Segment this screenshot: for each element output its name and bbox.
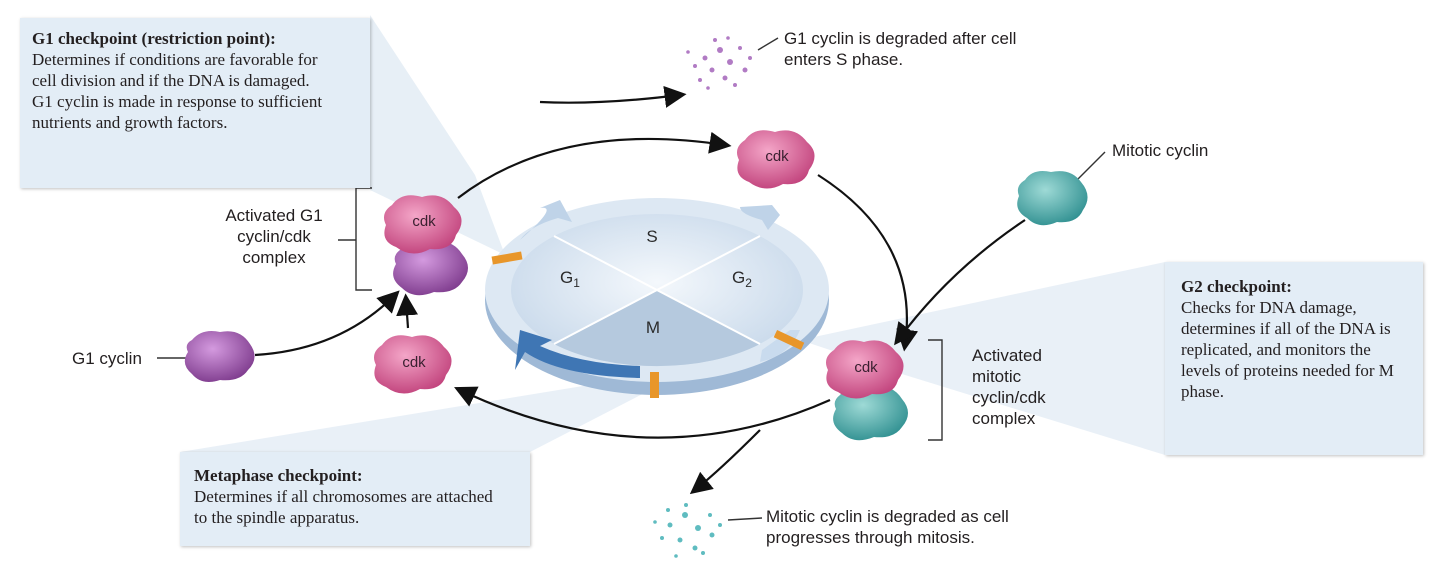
- metaphase-checkpoint-bar: [650, 372, 659, 398]
- g1-checkpoint-box: G1 checkpoint (restriction point): Deter…: [20, 18, 370, 188]
- g1-checkpoint-text: Determines if conditions are favorable f…: [32, 50, 323, 132]
- cdk-in-g1-complex: [384, 195, 462, 254]
- g1-cyclin-label: G1 cyclin: [72, 349, 142, 368]
- g1-checkpoint-bar: [491, 251, 523, 265]
- arrow-mitotic-cyclin-to-g2: [894, 219, 1026, 346]
- arrow-to-g1-degraded: [539, 85, 687, 108]
- g1-cyclin-degraded-label: G1 cyclin is degraded after cell enters …: [784, 29, 1017, 69]
- activated-mitotic-complex-label: Activated mitotic cyclin/cdk complex: [972, 346, 1046, 428]
- cdk-protein-left: [374, 335, 452, 394]
- arrow-g1-complex-to-cdk: [457, 131, 732, 199]
- metaphase-callout-wedge: [180, 375, 660, 452]
- cdk-label-left: cdk: [402, 354, 426, 371]
- cdk-label-g1-complex: cdk: [412, 213, 436, 230]
- g2-checkpoint-text: Checks for DNA damage, determines if all…: [1181, 298, 1394, 401]
- g1-cyclin-in-complex: [393, 241, 468, 296]
- cdk-protein-top: [737, 130, 815, 189]
- arrow-cdk-to-g2: [817, 174, 919, 352]
- arrow-cdk-up: [396, 293, 419, 329]
- arrow-to-mitotic-degraded: [689, 429, 761, 495]
- mitotic-cyclin-protein: [1017, 171, 1088, 226]
- arrow-g1-cyclin-to-complex: [254, 290, 400, 357]
- phase-m: M: [646, 318, 660, 337]
- cdk-label-top: cdk: [765, 148, 789, 165]
- g2-checkpoint-box: G2 checkpoint: Checks for DNA damage, de…: [1165, 262, 1423, 455]
- g1-cyclin-protein: [184, 331, 255, 382]
- activated-g1-complex-label: Activated G1 cyclin/cdk complex: [225, 206, 323, 267]
- metaphase-checkpoint-box: Metaphase checkpoint: Determines if all …: [180, 452, 530, 546]
- cdk-label-mitotic-complex: cdk: [854, 359, 878, 376]
- g2-callout-wedge: [800, 262, 1165, 455]
- arrow-mitotic-to-cdk: [454, 386, 831, 439]
- mitotic-cyclin-in-complex: [833, 386, 908, 441]
- degraded-mitotic-cyclin: [653, 503, 722, 558]
- degraded-g1-cyclin: [686, 36, 752, 90]
- mitotic-cyclin-degraded-label: Mitotic cyclin is degraded as cell progr…: [766, 507, 1009, 547]
- g1-checkpoint-title: G1 checkpoint (restriction point):: [32, 29, 276, 48]
- g2-checkpoint-title: G2 checkpoint:: [1181, 277, 1292, 296]
- g1-callout-wedge: [370, 15, 505, 255]
- cell-cycle-wheel: [485, 198, 829, 398]
- metaphase-checkpoint-text: Determines if all chromosomes are attach…: [194, 487, 493, 527]
- phase-s: S: [646, 227, 657, 246]
- g2-checkpoint-bar: [773, 330, 805, 350]
- metaphase-checkpoint-title: Metaphase checkpoint:: [194, 466, 363, 485]
- mitotic-cyclin-label: Mitotic cyclin: [1112, 141, 1209, 160]
- cdk-in-mitotic-complex: [826, 340, 904, 399]
